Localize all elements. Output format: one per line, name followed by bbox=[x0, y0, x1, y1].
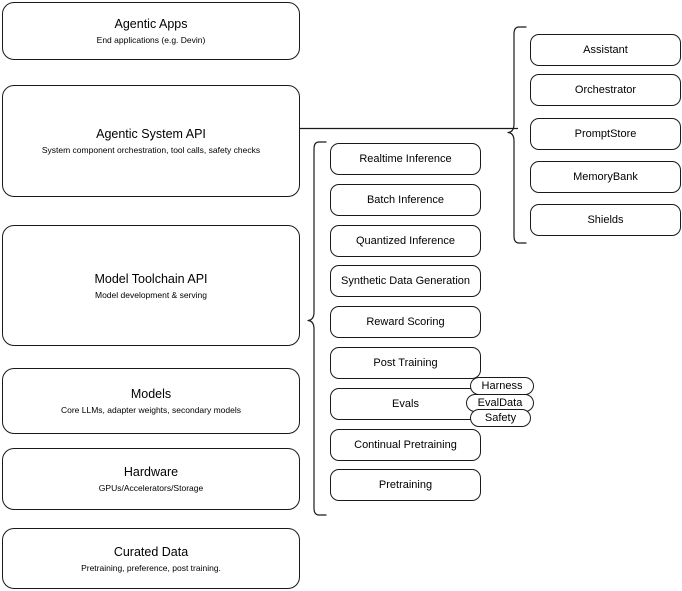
component-label: Synthetic Data Generation bbox=[340, 275, 471, 287]
component-reward-scoring[interactable]: Reward Scoring bbox=[330, 306, 481, 338]
stack-layer-curated-data[interactable]: Curated Data Pretraining, preference, po… bbox=[2, 528, 300, 589]
badge-label: Safety bbox=[484, 411, 517, 424]
stack-layer-subtitle: End applications (e.g. Devin) bbox=[96, 35, 206, 45]
component-quantized-inference[interactable]: Quantized Inference bbox=[330, 225, 481, 257]
badge-evaldata[interactable]: EvalData bbox=[466, 394, 534, 412]
badge-label: EvalData bbox=[477, 396, 523, 409]
component-label: Assistant bbox=[583, 44, 628, 56]
stack-layer-subtitle: Core LLMs, adapter weights, secondary mo… bbox=[60, 405, 241, 415]
component-memorybank[interactable]: MemoryBank bbox=[530, 161, 681, 193]
stack-layer-subtitle: Model development & serving bbox=[95, 289, 207, 300]
component-synthetic-data-generation[interactable]: Synthetic Data Generation bbox=[330, 265, 481, 297]
stack-layer-title: Model Toolchain API bbox=[94, 271, 208, 286]
component-label: Orchestrator bbox=[574, 84, 637, 96]
connector-agentic-system-api bbox=[300, 127, 518, 130]
stack-layer-models[interactable]: Models Core LLMs, adapter weights, secon… bbox=[2, 368, 300, 434]
stack-layer-model-toolchain-api[interactable]: Model Toolchain API Model development & … bbox=[2, 225, 300, 346]
component-post-training[interactable]: Post Training bbox=[330, 347, 481, 379]
badge-label: Harness bbox=[481, 379, 523, 392]
stack-layer-title: Models bbox=[130, 387, 172, 401]
component-label: Continual Pretraining bbox=[354, 439, 457, 451]
component-label: Reward Scoring bbox=[366, 316, 445, 328]
component-promptstore[interactable]: PromptStore bbox=[530, 118, 681, 150]
brace-agentic-system-components bbox=[507, 26, 527, 244]
stack-layer-agentic-system-api[interactable]: Agentic System API System component orch… bbox=[2, 85, 300, 197]
component-label: PromptStore bbox=[574, 128, 637, 140]
component-label: Evals bbox=[392, 398, 419, 410]
stack-layer-subtitle: System component orchestration, tool cal… bbox=[41, 145, 261, 155]
component-orchestrator[interactable]: Orchestrator bbox=[530, 74, 681, 106]
stack-layer-title: Curated Data bbox=[113, 544, 189, 559]
component-label: MemoryBank bbox=[573, 171, 638, 183]
stack-layer-hardware[interactable]: Hardware GPUs/Accelerators/Storage bbox=[2, 448, 300, 510]
stack-layer-subtitle: Pretraining, preference, post training. bbox=[81, 562, 221, 573]
component-label: Realtime Inference bbox=[359, 153, 452, 165]
brace-model-toolchain-components bbox=[307, 141, 327, 516]
component-label: Post Training bbox=[373, 357, 438, 369]
stack-layer-title: Hardware bbox=[123, 465, 179, 479]
component-continual-pretraining[interactable]: Continual Pretraining bbox=[330, 429, 481, 461]
badge-safety[interactable]: Safety bbox=[470, 409, 531, 427]
badge-harness[interactable]: Harness bbox=[470, 377, 534, 395]
component-label: Batch Inference bbox=[366, 194, 445, 206]
component-evals[interactable]: Evals bbox=[330, 388, 481, 420]
stack-layer-subtitle: GPUs/Accelerators/Storage bbox=[98, 483, 204, 493]
stack-layer-title: Agentic Apps bbox=[114, 17, 188, 31]
component-realtime-inference[interactable]: Realtime Inference bbox=[330, 143, 481, 175]
stack-layer-agentic-apps[interactable]: Agentic Apps End applications (e.g. Devi… bbox=[2, 2, 300, 60]
component-pretraining[interactable]: Pretraining bbox=[330, 469, 481, 501]
component-label: Pretraining bbox=[378, 479, 433, 491]
component-label: Quantized Inference bbox=[355, 235, 456, 247]
stack-layer-title: Agentic System API bbox=[96, 127, 206, 141]
component-assistant[interactable]: Assistant bbox=[530, 34, 681, 66]
component-shields[interactable]: Shields bbox=[530, 204, 681, 236]
component-label: Shields bbox=[587, 214, 624, 226]
component-batch-inference[interactable]: Batch Inference bbox=[330, 184, 481, 216]
